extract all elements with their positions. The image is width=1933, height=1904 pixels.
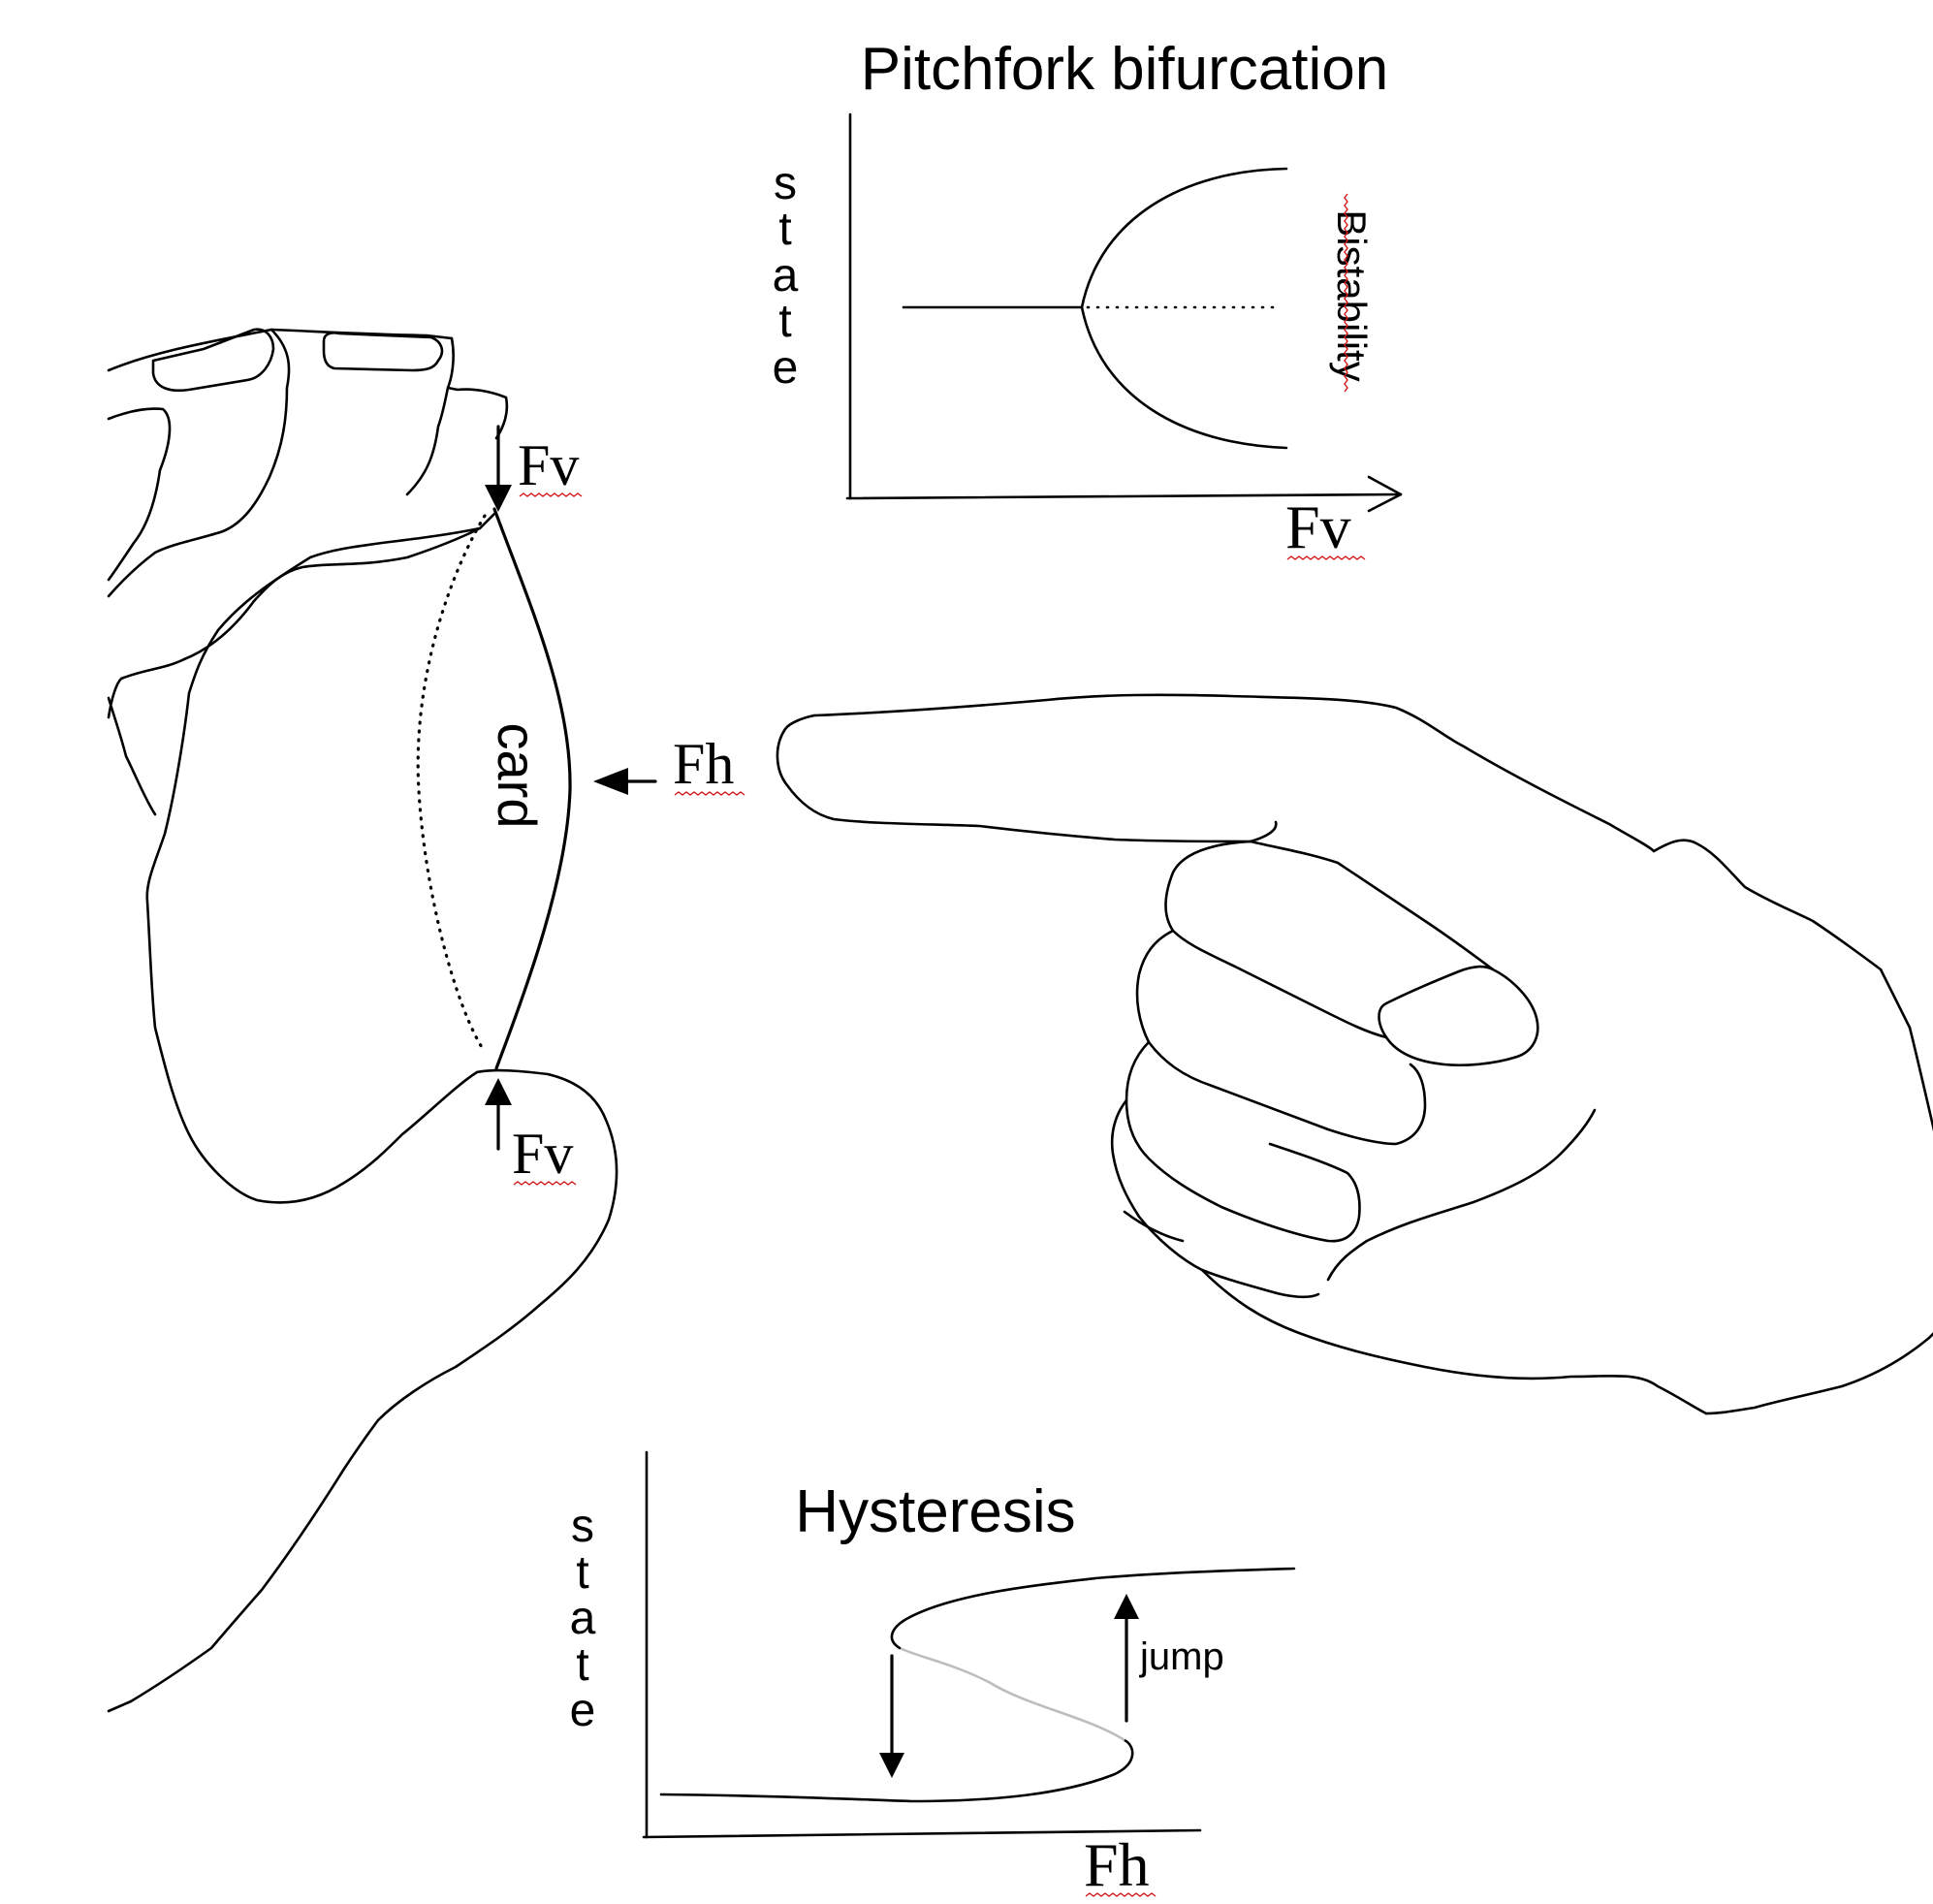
left-hand-drawing [107, 328, 618, 1713]
pitchfork-title: Pitchfork bifurcation [861, 36, 1388, 103]
svg-text:e: e [773, 342, 799, 394]
fh-push-label: Fh [673, 732, 734, 796]
fv-bottom-label: Fv [512, 1122, 573, 1186]
svg-text:t: t [778, 296, 791, 347]
hysteresis-chart: Hysteresis s t a t e jump Fh [570, 1450, 1296, 1899]
right-hand-drawing [776, 693, 1933, 1415]
pitchfork-xlabel-spellcheck-underline [1286, 555, 1366, 560]
pitchfork-chart: Pitchfork bifurcation s t a t e Bistabil… [773, 36, 1403, 561]
pitchfork-x-arrowhead [1367, 475, 1403, 513]
card-buckled-right [492, 507, 572, 1070]
svg-text:s: s [774, 158, 797, 209]
card-buckled-left [416, 514, 487, 1054]
fv-top-label: Fv [518, 433, 579, 497]
card-label: card [487, 723, 548, 829]
hysteresis-xlabel: Fh [1084, 1830, 1150, 1899]
svg-text:s: s [571, 1501, 594, 1552]
svg-text:t: t [576, 1547, 588, 1599]
fv-bottom-spellcheck-underline [513, 1181, 577, 1186]
pitchfork-branch-label: Bistability [1329, 209, 1375, 381]
pitchfork-branches [1080, 167, 1288, 450]
svg-text:t: t [778, 204, 791, 255]
hysteresis-jump-label: jump [1139, 1635, 1224, 1678]
hysteresis-xlabel-spellcheck-underline [1085, 1892, 1157, 1897]
svg-text:t: t [576, 1639, 588, 1691]
hysteresis-upper-branch [890, 1567, 1296, 1650]
pitchfork-x-axis [845, 492, 1403, 500]
hysteresis-jump-arrow [1114, 1594, 1139, 1723]
fh-push-spellcheck-underline [674, 791, 745, 796]
hysteresis-title: Hysteresis [795, 1478, 1075, 1545]
svg-text:a: a [773, 250, 799, 301]
pitchfork-xlabel: Fv [1285, 492, 1351, 561]
fv-top-spellcheck-underline [519, 492, 583, 497]
hysteresis-ylabel: s t a t e [570, 1501, 596, 1736]
fv-top-arrow [485, 425, 512, 512]
hysteresis-lower-branch [659, 1738, 1134, 1803]
fv-bottom-arrow [485, 1078, 512, 1151]
pitchfork-ylabel: s t a t e [773, 158, 799, 394]
hysteresis-unstable-branch [899, 1646, 1125, 1742]
hysteresis-x-axis [642, 1828, 1202, 1839]
card-shape [416, 507, 572, 1070]
svg-text:a: a [570, 1593, 596, 1644]
hysteresis-drop-arrow [879, 1654, 904, 1778]
bistability-spellcheck-underline [1344, 193, 1348, 393]
svg-text:e: e [570, 1685, 596, 1736]
fh-push-arrow [593, 768, 657, 795]
